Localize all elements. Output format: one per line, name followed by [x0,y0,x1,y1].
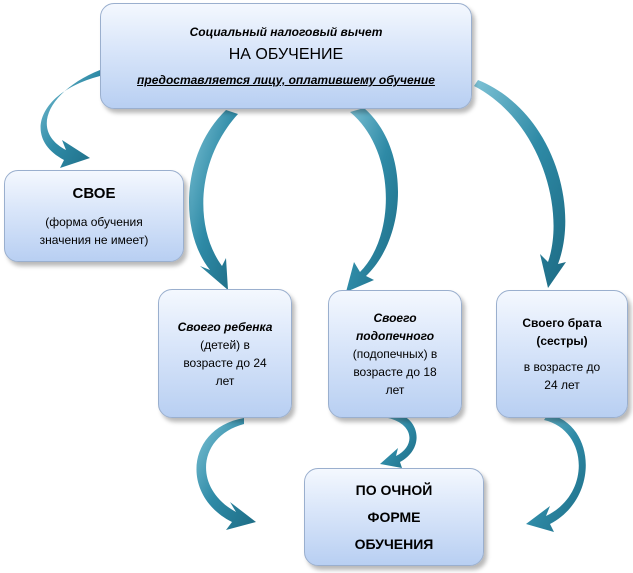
box-sibling: Своего брата (сестры) в возрасте до 24 л… [496,290,628,418]
box-child-line2: (детей) в [200,337,250,352]
box-own-line1: (форма обучения [45,215,143,229]
box-fulltime: ПО ОЧНОЙ ФОРМЕ ОБУЧЕНИЯ [304,468,484,566]
box-child-line3: возрасте до 24 [183,355,267,370]
box-sibling-line4: 24 лет [544,378,580,392]
arrow-ward-to-fulltime [380,412,417,468]
box-ward-line2: подопечного [355,329,435,343]
box-ward-line5: лет [385,383,405,397]
box-sibling-line1: Своего брата [522,316,602,330]
arrow-to-child [189,110,238,290]
arrow-sibling-to-fulltime [526,414,586,532]
box-fulltime-line2: ФОРМЕ [367,508,421,525]
box-tax-deduction: Социальный налоговый вычет НА ОБУЧЕНИЕ п… [100,3,472,109]
box-fulltime-line3: ОБУЧЕНИЯ [354,535,434,552]
box-own-line2: значения не имеет) [39,233,149,247]
box-child-line4: лет [215,373,235,388]
arrow-to-ward [346,108,398,292]
box-tax-deduction-line3: предоставляется лицу, оплатившему обучен… [137,73,435,87]
box-tax-deduction-line1: Социальный налоговый вычет [189,25,383,39]
box-child-line1: Своего ребенка [177,319,273,334]
box-sibling-line2: (сестры) [536,334,588,348]
box-ward: Своего подопечного (подопечных) в возрас… [328,290,462,418]
box-ward-line1: Своего [373,311,417,325]
box-ward-line3: (подопечных) в [352,347,438,361]
box-own: СВОЕ (форма обучения значения не имеет) [4,170,184,262]
box-ward-line4: возрасте до 18 [353,365,437,379]
arrow-child-to-fulltime [196,418,256,530]
box-sibling-line3: в возрасте до [523,360,601,374]
box-fulltime-line1: ПО ОЧНОЙ [355,481,433,498]
arrow-to-own [40,70,100,168]
box-child: Своего ребенка (детей) в возрасте до 24 … [158,289,292,418]
box-own-title: СВОЕ [72,185,116,202]
arrow-to-sibling [474,80,566,288]
box-tax-deduction-title: НА ОБУЧЕНИЕ [228,46,344,63]
